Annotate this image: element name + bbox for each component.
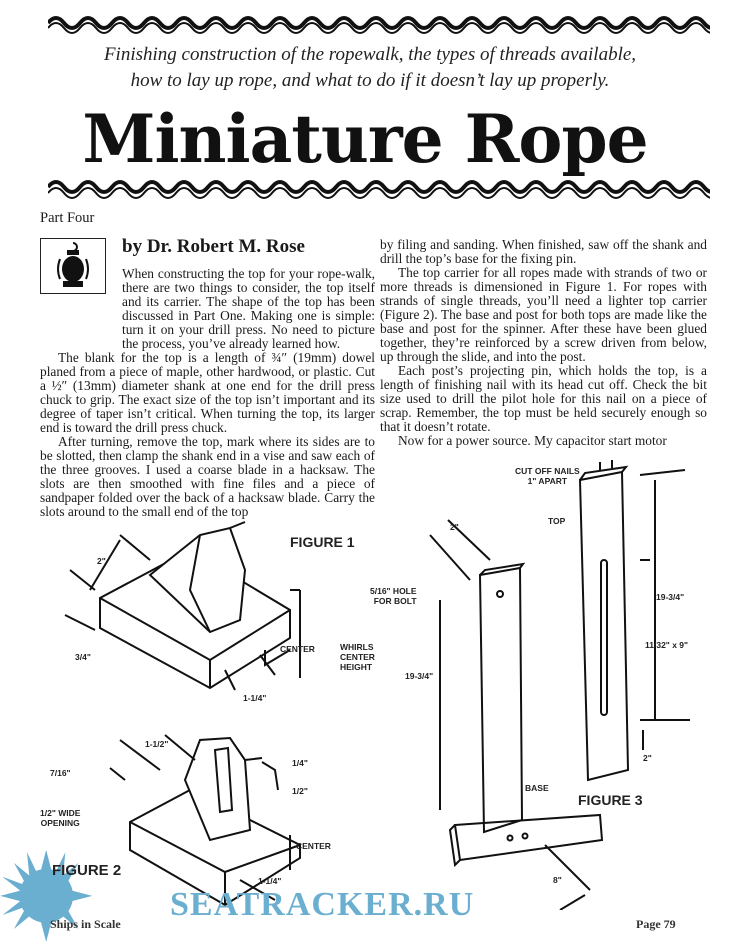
- paragraph: When constructing the top for your rope-…: [122, 266, 375, 351]
- footer-page-number: Page 79: [636, 917, 676, 931]
- sun-logo-icon: [0, 849, 93, 942]
- article-title: Miniature Rope: [82, 100, 648, 178]
- left-column: When constructing the top for your rope-…: [40, 267, 375, 519]
- figure-3-nails: CUT OFF NAILS 1" APART: [515, 466, 580, 486]
- figure-2-dim-1-1-2: 1-1/2": [145, 739, 169, 749]
- author-byline: by Dr. Robert M. Rose: [122, 236, 305, 257]
- figure-2-dim-1-1-4: 1-1/4": [258, 876, 282, 886]
- figure-1-dim-2: 2": [97, 556, 106, 566]
- paragraph: Each post’s projecting pin, which holds …: [380, 363, 707, 434]
- bottom-wavy-rule: [48, 180, 710, 199]
- figure-2-dim-7-16: 7/16": [50, 768, 71, 778]
- paragraph: The blank for the top is a length of ¾″ …: [40, 350, 375, 435]
- figure-1-drawing: [64, 521, 301, 691]
- right-column: by filing and sanding. When finished, sa…: [380, 238, 707, 448]
- watermark-text: SEATRACKER.RU: [170, 886, 475, 923]
- paragraph: by filing and sanding. When finished, sa…: [380, 237, 707, 266]
- paragraph: The top carrier for all ropes made with …: [380, 265, 707, 364]
- figure-3-caption: FIGURE 3: [578, 792, 643, 808]
- paragraph: Now for a power source. My capacitor sta…: [398, 433, 667, 448]
- figure-2-dim-1-2: 1/2": [292, 786, 308, 796]
- part-label: Part Four: [40, 210, 95, 226]
- figure-3-dim-2-bottom: 2": [643, 753, 652, 763]
- figure-3-base: BASE: [525, 783, 549, 793]
- figure-1-center: CENTER: [280, 644, 315, 654]
- figure-3-dim-19-3-4-left: 19-3/4": [405, 671, 434, 681]
- top-wavy-rule: [48, 16, 710, 34]
- figure-2-center: CENTER: [296, 841, 331, 851]
- figure-2-opening: 1/2" WIDE OPENING: [40, 808, 81, 828]
- figure-3-dim-2-top: 2": [450, 522, 459, 532]
- article-subtitle: Finishing construction of the ropewalk, …: [40, 42, 700, 94]
- figures-drawing: [64, 460, 690, 910]
- figure-2-drawing: [109, 734, 301, 907]
- figure-3-slot: 11/32" x 9": [645, 640, 689, 650]
- footer-publication: Ships in Scale: [50, 917, 121, 931]
- lantern-icon: [40, 238, 106, 294]
- subtitle-line-1: Finishing construction of the ropewalk, …: [103, 44, 637, 65]
- figure-3-dim-19-3-4-right: 19-3/4": [656, 592, 685, 602]
- figure-3-dim-8: 8": [553, 875, 562, 885]
- paragraph: After turning, remove the top, mark wher…: [40, 434, 375, 519]
- figure-3-hole: 5/16" HOLE FOR BOLT: [370, 586, 417, 606]
- figure-1-dim-3-4: 3/4": [75, 652, 91, 662]
- figure-2-caption: FIGURE 2: [52, 862, 122, 879]
- figure-1-caption: FIGURE 1: [290, 534, 355, 550]
- figure-1-whirls: WHIRLS CENTER HEIGHT: [340, 642, 375, 672]
- figure-3-drawing: [429, 460, 690, 910]
- figure-2-dim-1-4: 1/4": [292, 758, 308, 768]
- figure-3-top: TOP: [548, 516, 566, 526]
- subtitle-line-2: how to lay up rope, and what to do if it…: [130, 70, 610, 91]
- figure-1-dim-1-1-4: 1-1/4": [243, 693, 267, 703]
